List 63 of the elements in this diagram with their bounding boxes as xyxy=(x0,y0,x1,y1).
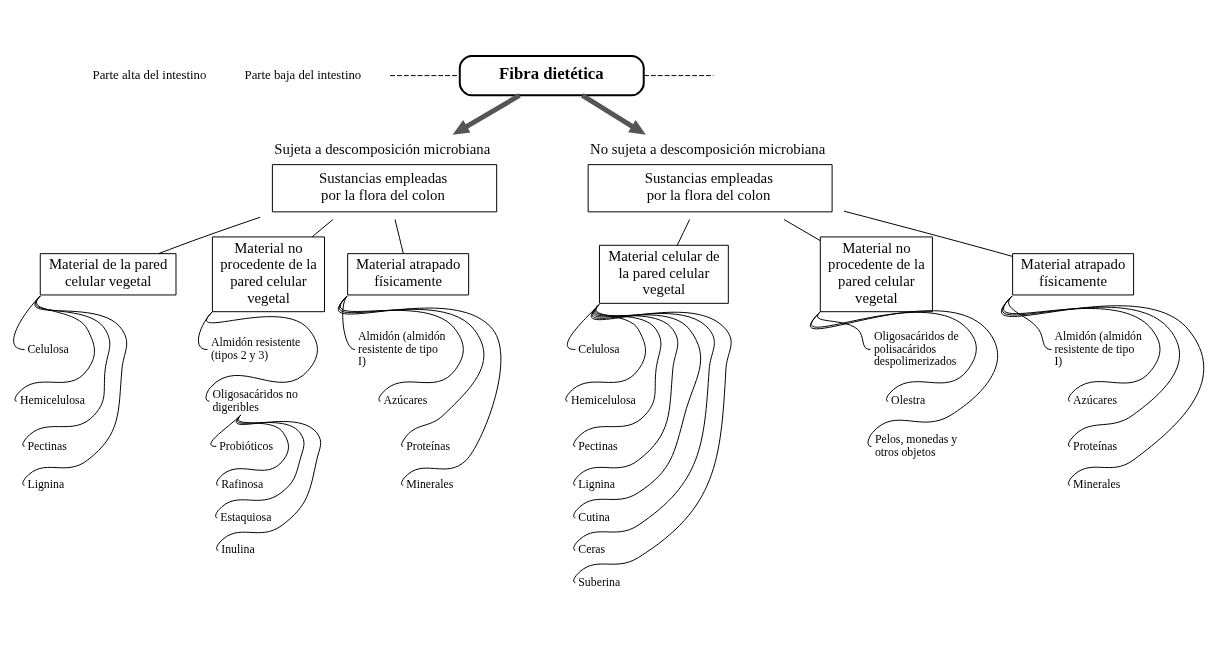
connector xyxy=(338,294,502,486)
node-text: Almidón resistente (tipos 2 y 3) xyxy=(210,334,301,362)
node-text: Cutina xyxy=(578,509,610,524)
node-text: Minerales xyxy=(406,476,454,491)
label: Parte alta del intestino xyxy=(92,67,207,82)
node-text: Proteínas xyxy=(1073,438,1118,452)
connector xyxy=(205,310,318,402)
node-text: Hemicelulosa xyxy=(570,392,636,407)
node-text: Lignina xyxy=(578,476,616,491)
node-text: Suberina xyxy=(578,574,621,589)
node-label: Sujeta a descomposición microbiana xyxy=(274,140,491,157)
node-box: Material no procedente de la pared celular vegetal xyxy=(211,235,325,312)
node-box: Fibra dietética xyxy=(458,54,645,96)
connector xyxy=(811,310,977,402)
connector xyxy=(389,74,461,76)
node-box: Material no procedente de la pared celular vegetal xyxy=(819,235,933,312)
label: Parte baja del intestino xyxy=(244,67,362,82)
node-text: Pectinas xyxy=(27,438,67,452)
node-text: Ceras xyxy=(578,541,606,556)
node-text: Celulosa xyxy=(27,341,69,356)
node-text: Oligosacáridos no digeribles xyxy=(212,386,298,414)
node-text: Rafinosa xyxy=(221,476,264,491)
connector xyxy=(216,414,322,551)
node-text: Oligosacáridos de polisacáridos despolimerizados xyxy=(873,328,959,368)
node-text: Pectinas xyxy=(578,438,618,452)
connector xyxy=(311,218,334,237)
connector xyxy=(810,309,998,447)
node-box: Material atrapado físicamente xyxy=(1012,252,1135,295)
connector xyxy=(394,218,404,254)
node-text: Lignina xyxy=(27,476,65,491)
node-box: Sustancias empleadas por la flora del colon xyxy=(271,163,498,212)
node-box: Material atrapado físicamente xyxy=(347,252,470,295)
arrow xyxy=(452,92,521,135)
connector xyxy=(197,310,213,350)
node-text: Estaquiosa xyxy=(220,509,272,524)
node-text: Olestra xyxy=(891,392,926,407)
node-text: Almidón (almidón resistente de tipo I) xyxy=(357,328,446,368)
node-box: Sustancias empleadas por la flora del colon xyxy=(587,163,833,212)
node-text: Azúcares xyxy=(1073,392,1117,407)
connector xyxy=(210,414,242,447)
connector xyxy=(843,210,1013,257)
connector xyxy=(573,303,732,583)
node-text: Hemicelulosa xyxy=(20,392,85,407)
node-text: Azúcares xyxy=(383,392,428,407)
connector xyxy=(676,218,691,246)
node-text: Probióticos xyxy=(219,438,274,452)
node-box: Material de la pared celular vegetal xyxy=(39,252,177,295)
node-text: Pelos, monedas y otros objetos xyxy=(874,431,958,459)
node-text: Minerales xyxy=(1073,476,1121,491)
node-text: Inulina xyxy=(221,541,255,556)
node-text: Celulosa xyxy=(578,341,620,356)
connector xyxy=(22,294,128,486)
node-box: Material celular de la pared celular vegetal xyxy=(599,244,729,304)
node-label: No sujeta a descomposición microbiana xyxy=(590,140,826,157)
node-text: Almidón (almidón resistente de tipo I) xyxy=(1054,328,1142,368)
node-text: Proteínas xyxy=(406,438,451,452)
connector xyxy=(643,74,714,76)
connector xyxy=(1001,294,1205,486)
connector xyxy=(215,414,305,518)
connector xyxy=(158,216,261,254)
connector xyxy=(783,218,821,241)
connector xyxy=(817,310,871,350)
arrow xyxy=(581,92,646,135)
